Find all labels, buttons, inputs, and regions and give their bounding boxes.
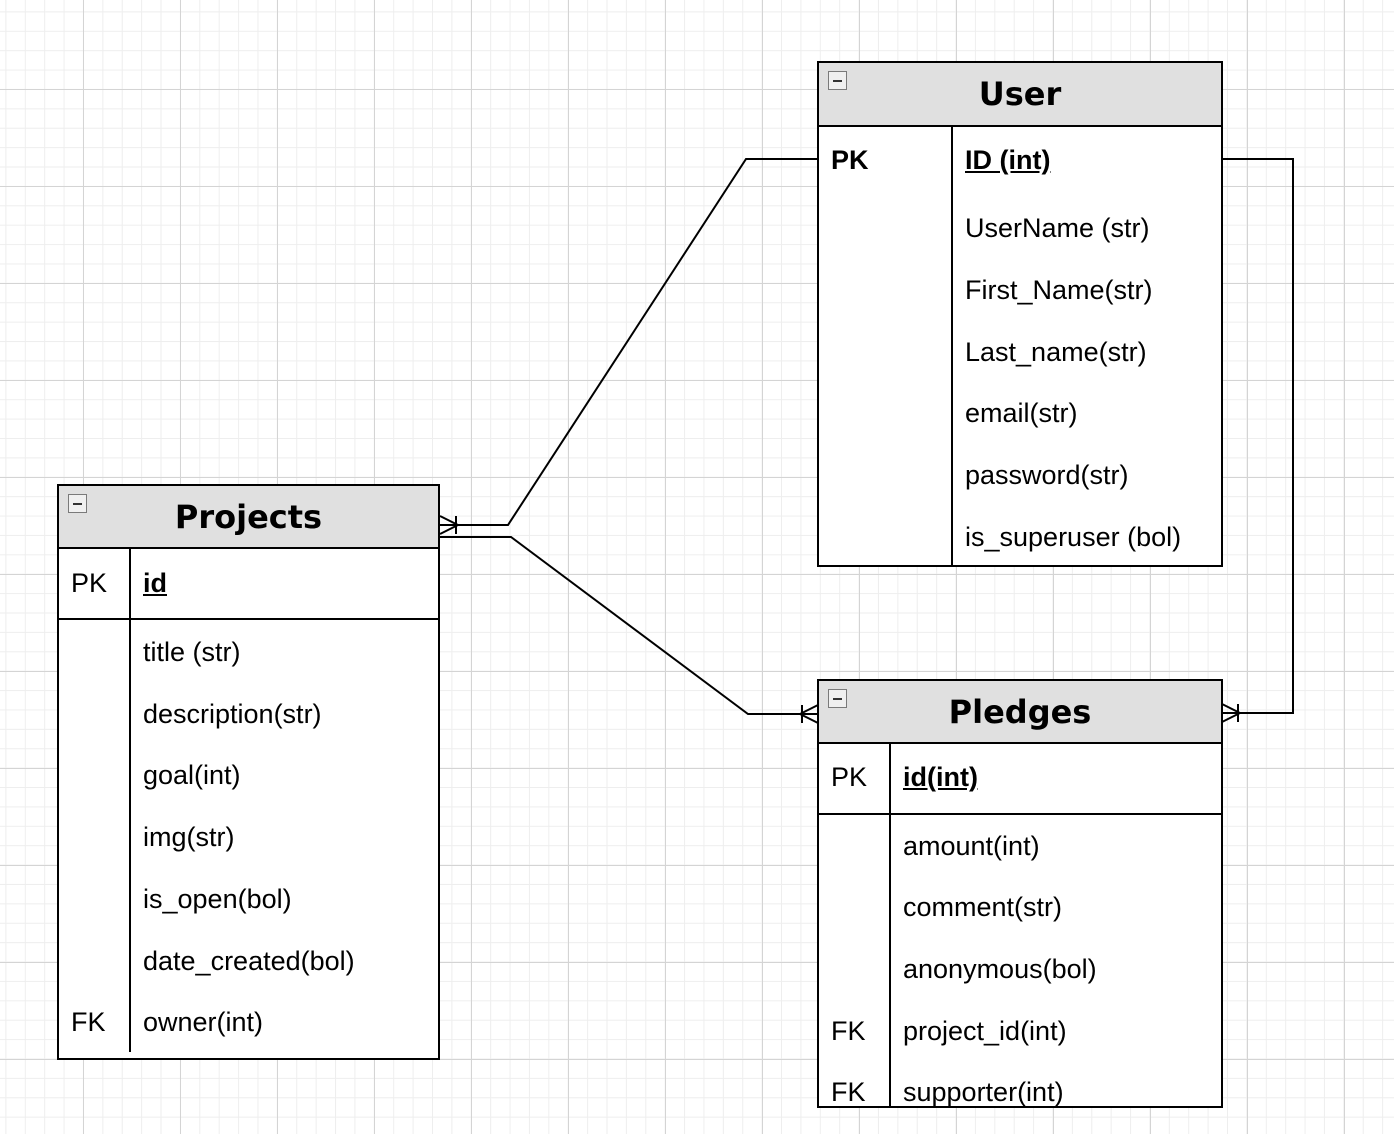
pk-label: PK <box>71 568 108 598</box>
entity-projects[interactable]: Projects PK id title (str) description(s… <box>57 484 440 1060</box>
collapse-icon[interactable] <box>828 71 847 90</box>
field-last-name[interactable]: Last_name(str) <box>965 337 1147 367</box>
field-is-open[interactable]: is_open(bol) <box>143 884 292 914</box>
entity-pledges[interactable]: Pledges PK id(int) amount(int) comment(s… <box>817 679 1223 1108</box>
entity-pledges-pk-separator <box>819 813 1221 815</box>
field-username[interactable]: UserName (str) <box>965 213 1150 243</box>
entity-pledges-title: Pledges <box>948 692 1092 731</box>
entity-pledges-pk-divider <box>889 742 891 814</box>
field-email[interactable]: email(str) <box>965 398 1078 428</box>
pk-field[interactable]: ID (int) <box>965 145 1051 175</box>
field-first-name[interactable]: First_Name(str) <box>965 275 1153 305</box>
field-title[interactable]: title (str) <box>143 637 241 667</box>
crowfoot-many-projects-top <box>439 515 459 535</box>
entity-user[interactable]: User PK ID (int) UserName (str) First_Na… <box>817 61 1223 567</box>
fk-label: FK <box>71 1007 106 1037</box>
pk-label: PK <box>831 145 869 175</box>
crowfoot-many-pledges-right <box>1221 703 1241 723</box>
field-img[interactable]: img(str) <box>143 822 235 852</box>
field-comment[interactable]: comment(str) <box>903 892 1063 922</box>
connector-user-projects <box>440 158 818 526</box>
pk-field[interactable]: id(int) <box>903 762 978 792</box>
field-description[interactable]: description(str) <box>143 699 322 729</box>
crowfoot-many-pledges-left <box>799 704 819 724</box>
field-is-superuser[interactable]: is_superuser (bol) <box>965 522 1182 552</box>
entity-projects-title: Projects <box>174 497 323 536</box>
field-date-created[interactable]: date_created(bol) <box>143 946 355 976</box>
connector-projects-pledges <box>440 536 818 715</box>
fk-label: FK <box>831 1016 866 1046</box>
field-project-id[interactable]: project_id(int) <box>903 1016 1067 1046</box>
field-supporter[interactable]: supporter(int) <box>903 1077 1064 1107</box>
entity-projects-pk-separator <box>59 618 438 620</box>
collapse-icon[interactable] <box>828 689 847 708</box>
collapse-icon[interactable] <box>68 494 87 513</box>
field-password[interactable]: password(str) <box>965 460 1129 490</box>
entity-projects-header[interactable]: Projects <box>59 486 438 549</box>
entity-user-header[interactable]: User <box>819 63 1221 127</box>
entity-pledges-header[interactable]: Pledges <box>819 681 1221 744</box>
pk-label: PK <box>831 762 868 792</box>
entity-user-title: User <box>978 75 1062 113</box>
field-anonymous[interactable]: anonymous(bol) <box>903 954 1097 984</box>
field-goal[interactable]: goal(int) <box>143 760 241 790</box>
fk-label: FK <box>831 1077 866 1107</box>
entity-projects-pk-divider <box>129 547 131 619</box>
field-owner[interactable]: owner(int) <box>143 1007 264 1037</box>
entity-user-column-divider <box>951 125 953 565</box>
entity-projects-column-divider <box>129 620 131 1052</box>
connector-user-pledges <box>1222 158 1294 714</box>
field-amount[interactable]: amount(int) <box>903 831 1040 861</box>
pk-field[interactable]: id <box>143 568 167 598</box>
entity-pledges-column-divider <box>889 815 891 1106</box>
